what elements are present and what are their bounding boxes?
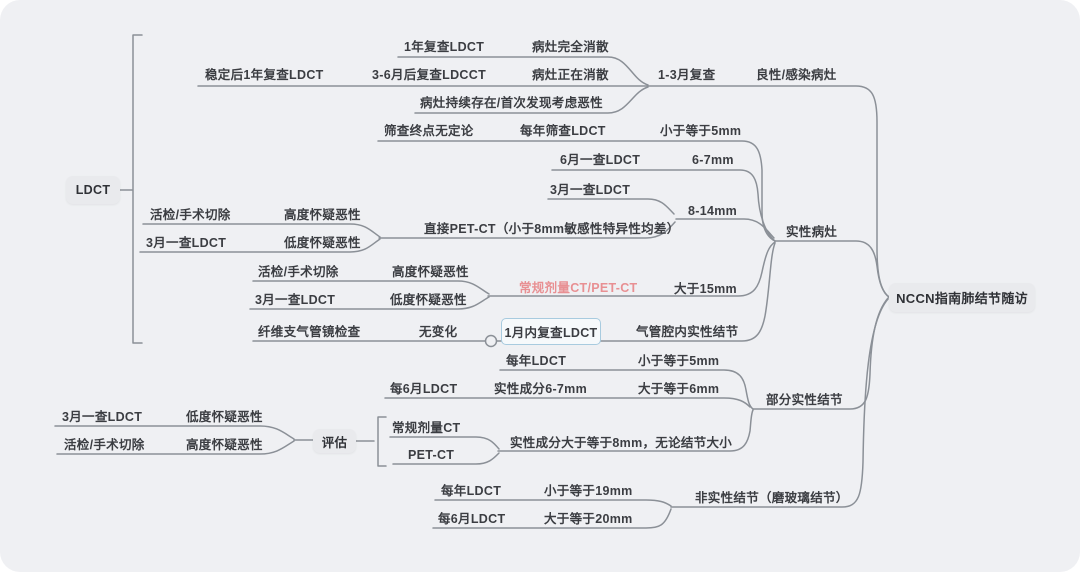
node-solid-component-6-7mm[interactable]: 实性成分6-7mm	[494, 382, 587, 396]
node-ldct[interactable]: LDCT	[66, 176, 120, 204]
node-high-suspicion[interactable]: 高度怀疑恶性	[186, 438, 263, 452]
node-yearly-screen-ldct[interactable]: 每年筛查LDCT	[520, 124, 606, 138]
node-1yr-review-ldct[interactable]: 1年复查LDCT	[404, 40, 485, 54]
node-yearly-ldct[interactable]: 每年LDCT	[441, 484, 502, 498]
node-low-suspicion[interactable]: 低度怀疑恶性	[186, 410, 263, 424]
node-high-suspicion[interactable]: 高度怀疑恶性	[392, 265, 469, 279]
node-size-le5mm[interactable]: 小于等于5mm	[638, 354, 720, 368]
node-size-gt15mm[interactable]: 大于15mm	[674, 282, 737, 296]
node-low-suspicion[interactable]: 低度怀疑恶性	[284, 236, 361, 250]
node-biopsy-surgery[interactable]: 活检/手术切除	[150, 208, 231, 222]
node-airway-solid-nodule[interactable]: 气管腔内实性结节	[636, 325, 739, 339]
node-pet-ct[interactable]: PET-CT	[408, 448, 455, 462]
node-evaluation[interactable]: 评估	[313, 429, 356, 453]
node-high-suspicion[interactable]: 高度怀疑恶性	[284, 208, 361, 222]
node-part-solid-nodule[interactable]: 部分实性结节	[766, 393, 843, 407]
node-size-8-14mm[interactable]: 8-14mm	[688, 204, 738, 218]
node-solid-lesion[interactable]: 实性病灶	[786, 225, 838, 239]
node-size-ge6mm[interactable]: 大于等于6mm	[638, 382, 720, 396]
node-yearly-ldct[interactable]: 每年LDCT	[506, 354, 567, 368]
node-standard-dose-ct-pet-ct[interactable]: 常规剂量CT/PET-CT	[519, 281, 638, 295]
node-3-6month-review-ldcct[interactable]: 3-6月后复查LDCCT	[372, 68, 487, 82]
node-lesion-persistent-malignant[interactable]: 病灶持续存在/首次发现考虑恶性	[420, 96, 603, 110]
node-fiber-bronchoscopy[interactable]: 纤维支气管镜检查	[258, 325, 361, 339]
node-3month-check-ldct[interactable]: 3月一查LDCT	[62, 410, 143, 424]
node-1month-review-ldct-selected[interactable]: 1月内复查LDCT	[501, 318, 601, 345]
eval-bracket	[355, 416, 387, 467]
node-3month-check-ldct[interactable]: 3月一查LDCT	[255, 293, 336, 307]
node-non-solid-ggo-nodule[interactable]: 非实性结节（磨玻璃结节）	[695, 491, 849, 505]
node-low-suspicion[interactable]: 低度怀疑恶性	[390, 293, 467, 307]
node-biopsy-surgery[interactable]: 活检/手术切除	[258, 265, 339, 279]
node-standard-dose-ct[interactable]: 常规剂量CT	[392, 421, 461, 435]
node-6month-check-ldct[interactable]: 6月一查LDCT	[560, 153, 641, 167]
node-size-le5mm[interactable]: 小于等于5mm	[660, 124, 742, 138]
node-screen-endpoint-note[interactable]: 筛查终点无定论	[384, 124, 474, 138]
node-1-3month-review[interactable]: 1-3月复查	[658, 68, 716, 82]
node-benign-infection-lesion[interactable]: 良性/感染病灶	[756, 68, 837, 82]
node-size-le19mm[interactable]: 小于等于19mm	[544, 484, 633, 498]
node-3month-check-ldct[interactable]: 3月一查LDCT	[550, 183, 631, 197]
node-size-ge20mm[interactable]: 大于等于20mm	[544, 512, 633, 526]
node-direct-pet-ct-note[interactable]: 直接PET-CT（小于8mm敏感性特异性均差）	[424, 222, 680, 236]
node-root-nccn-followup[interactable]: NCCN指南肺结节随访	[889, 283, 1035, 312]
node-3month-check-ldct[interactable]: 3月一查LDCT	[146, 236, 227, 250]
ldct-bracket	[119, 34, 143, 344]
node-lesion-fully-resolved[interactable]: 病灶完全消散	[532, 40, 609, 54]
node-lesion-resolving[interactable]: 病灶正在消散	[532, 68, 609, 82]
node-biopsy-surgery[interactable]: 活检/手术切除	[64, 438, 145, 452]
node-every-6month-ldct[interactable]: 每6月LDCT	[438, 512, 506, 526]
node-size-6-7mm[interactable]: 6-7mm	[692, 153, 734, 167]
node-no-change[interactable]: 无变化	[419, 325, 458, 339]
node-solid-component-ge8mm[interactable]: 实性成分大于等于8mm，无论结节大小	[510, 436, 733, 450]
collapse-handle-icon[interactable]	[484, 334, 498, 348]
node-every-6month-ldct[interactable]: 每6月LDCT	[390, 382, 458, 396]
node-stable-1yr-review-ldct[interactable]: 稳定后1年复查LDCT	[205, 68, 324, 82]
